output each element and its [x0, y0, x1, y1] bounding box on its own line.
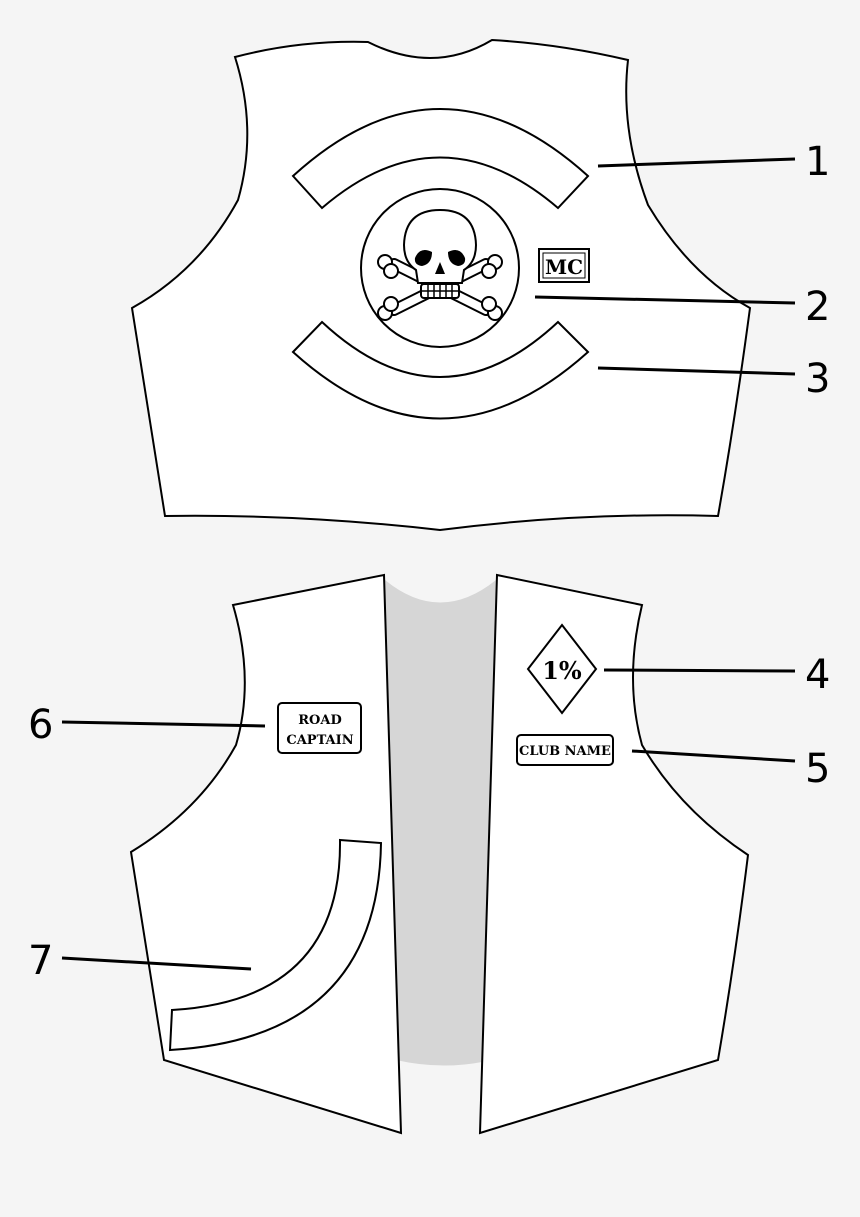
bottom-rocker-patch [291, 320, 590, 420]
vest-right-front-panel [478, 573, 750, 1135]
callout-line-7 [61, 956, 252, 971]
one-percent-patch: 1% [526, 623, 598, 715]
top-rocker-patch [291, 108, 590, 210]
callout-number-4: 4 [805, 652, 830, 698]
road-captain-patch: ROAD CAPTAIN [277, 702, 362, 754]
callout-number-5: 5 [805, 746, 830, 792]
callout-number-2: 2 [805, 284, 830, 330]
vest-front-view: ROAD CAPTAIN 1% CLUB NAME [129, 573, 750, 1135]
mc-patch-label: MC [545, 255, 583, 279]
road-captain-line-2: CAPTAIN [286, 733, 353, 748]
road-captain-line-1: ROAD [298, 713, 342, 728]
callout-line-5 [631, 749, 796, 763]
callout-line-1 [597, 157, 796, 168]
skull-and-crossbones-icon [377, 208, 503, 321]
callout-numbers: 1 2 3 4 5 6 7 [28, 139, 830, 984]
mc-patch: MC [538, 248, 590, 283]
callout-lines [61, 157, 796, 971]
callout-number-6: 6 [28, 702, 53, 748]
callout-number-3: 3 [805, 356, 830, 402]
center-emblem-patch [360, 188, 520, 348]
one-percent-label: 1% [542, 656, 582, 685]
club-name-patch: CLUB NAME [516, 734, 614, 766]
vest-lining [385, 580, 496, 1066]
callout-line-3 [597, 366, 796, 376]
callout-number-1: 1 [805, 139, 830, 185]
front-rocker-patch [168, 838, 383, 1052]
vest-back-view: MC [130, 38, 752, 532]
callout-line-6 [61, 720, 266, 728]
club-name-label: CLUB NAME [519, 744, 611, 759]
callout-number-7: 7 [28, 938, 53, 984]
callout-line-4 [603, 668, 796, 673]
callout-line-2 [534, 295, 796, 305]
